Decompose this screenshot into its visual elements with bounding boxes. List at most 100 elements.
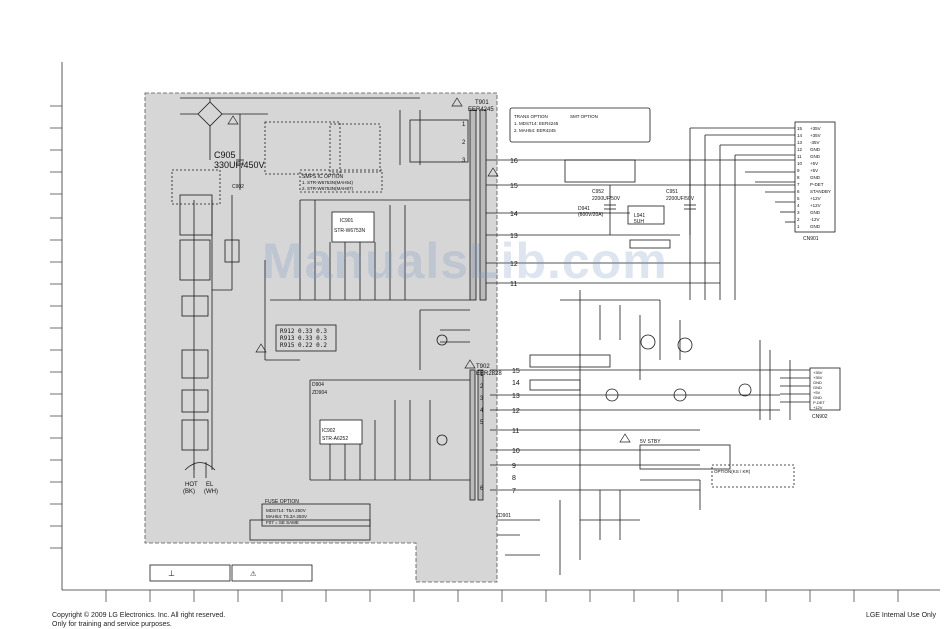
ac-cold-label: EL bbox=[206, 482, 214, 488]
cn902-pin-label: +35V bbox=[813, 370, 823, 375]
cn901-pin-number: 10 bbox=[797, 161, 803, 166]
option-box-label: OPTION(KS / KR) bbox=[714, 469, 751, 474]
t902-pin: 9 bbox=[512, 463, 516, 470]
t902-pin-left: 3 bbox=[480, 396, 484, 402]
fuse-option-2: MAH54: T6.3A 250V bbox=[266, 514, 307, 519]
ic901-part: STR-W6753N bbox=[334, 228, 366, 234]
zd901-label: ZD901 bbox=[496, 513, 511, 519]
primary-side-shade bbox=[144, 92, 498, 583]
c951-label: C951 bbox=[666, 189, 678, 195]
warning-icon bbox=[255, 343, 267, 353]
c952-label: C952 bbox=[592, 189, 604, 195]
l941-value: 5UH bbox=[634, 219, 644, 225]
zd904-label: ZD904 bbox=[312, 390, 327, 396]
cn902-pin-label: GND bbox=[813, 395, 822, 400]
cn901-pin-label: +35V bbox=[810, 133, 821, 138]
cn901-pin-label: GND bbox=[810, 154, 821, 159]
cn901-pin-label: GND bbox=[810, 210, 821, 215]
cn902-pin-label: +12V bbox=[813, 405, 823, 410]
ic-option-title: SMPS IC OPTION bbox=[302, 174, 344, 180]
cn901-pin-label: -35V bbox=[810, 140, 820, 145]
cn901-pin-number: 7 bbox=[797, 182, 800, 187]
cn901-pin-label: GND bbox=[810, 224, 821, 229]
cn902-pin-label: +35V bbox=[813, 375, 823, 380]
cn901-pin-label: STANDBY bbox=[810, 189, 831, 194]
t902-pin-left: 1 bbox=[480, 372, 484, 378]
cn901-pin-label: -12V bbox=[810, 217, 820, 222]
cn901-pin-label: P-DET bbox=[810, 182, 824, 187]
copyright-line: Copyright © 2009 LG Electronics. Inc. Al… bbox=[52, 612, 226, 619]
bottom-ruler bbox=[105, 590, 899, 602]
standby-label: 5V STBY bbox=[640, 439, 661, 445]
left-ruler bbox=[50, 105, 62, 549]
warning-icon bbox=[619, 433, 631, 443]
cn901-pin-number: 15 bbox=[797, 126, 803, 131]
t902-pin: 13 bbox=[512, 393, 520, 400]
c905-label: C905 bbox=[214, 150, 236, 160]
c952-value: 2200UF/50V bbox=[592, 196, 621, 202]
ac-bk-label: (BK) bbox=[183, 489, 195, 495]
t902-pin-left: 6 bbox=[480, 486, 484, 492]
trans-option-1: 1. MDS714: EER4245 bbox=[514, 121, 559, 126]
fuse-option-1: MDS714: T5A 250V bbox=[266, 508, 306, 513]
warning-icon bbox=[227, 115, 239, 125]
t901-pin: 15 bbox=[510, 183, 518, 190]
cn901-pin-number: 8 bbox=[797, 175, 800, 180]
c905-value: 330UF/450V bbox=[214, 160, 265, 170]
watermark: ManualsLib.com bbox=[262, 233, 668, 289]
legend-ground-icon: ⊥ bbox=[168, 569, 175, 578]
trans-option-title: TRANS OPTION bbox=[514, 114, 548, 119]
resistor-row-3: R915 0.22 0.2 bbox=[280, 342, 327, 349]
ic-option-1: 1. STR-W6753N(MAH54) bbox=[302, 180, 354, 185]
warning-icons bbox=[227, 97, 631, 443]
t902-pin: 12 bbox=[512, 408, 520, 415]
secondary-wiring bbox=[490, 107, 841, 575]
fuse-option-title: FUSE OPTION bbox=[265, 499, 299, 505]
d904-label: D904 bbox=[312, 382, 324, 388]
resistor-row-2: R913 0.33 0.3 bbox=[280, 335, 327, 342]
cn901-pin-number: 1 bbox=[797, 224, 800, 229]
legend-warning-icon: ⚠ bbox=[250, 570, 256, 578]
cn901-pin-label: GND bbox=[810, 175, 821, 180]
ac-wh-label: (WH) bbox=[204, 489, 218, 495]
t902-pin-left: 5 bbox=[480, 420, 484, 426]
cn902-pin-label: +5V bbox=[813, 390, 821, 395]
t902-pins: 15 14 13 12 11 10 9 8 7 1 2 3 4 5 6 bbox=[480, 368, 520, 495]
warning-icon bbox=[464, 359, 476, 369]
cn902-pin-label: P-DET bbox=[813, 400, 826, 405]
ic901-label: IC901 bbox=[340, 218, 354, 224]
cn901-pin-number: 11 bbox=[797, 154, 802, 159]
t901-label: T901 bbox=[475, 100, 489, 106]
cn901-pin-label: +5V bbox=[810, 161, 818, 166]
t901-pin: 12 bbox=[510, 261, 518, 268]
cn901-pin-number: 6 bbox=[797, 189, 800, 194]
c951-value: 2200UF/50V bbox=[666, 196, 695, 202]
smt-option: SMT OPTION bbox=[570, 114, 598, 119]
t901-pin-left: 1 bbox=[462, 122, 466, 128]
t901-part: EER4245 bbox=[468, 107, 494, 113]
cn901-pin-number: 4 bbox=[797, 203, 800, 208]
cn901-pin-label: +12V bbox=[810, 196, 821, 201]
d941-value: (600V/20A) bbox=[578, 212, 604, 218]
cn902-pin-label: GND bbox=[813, 380, 822, 385]
cn901-pin-number: 5 bbox=[797, 196, 800, 201]
copyright-footer: Copyright © 2009 LG Electronics. Inc. Al… bbox=[52, 611, 225, 629]
primary-labels: T901 EER4245 C905 330UF/450V C902 IC901 … bbox=[168, 100, 502, 578]
cn901-pin-number: 9 bbox=[797, 168, 800, 173]
t901-pins: 16 15 14 13 12 11 1 2 3 bbox=[462, 122, 518, 288]
cn902-label: CN902 bbox=[812, 414, 828, 420]
t901-pin-left: 2 bbox=[462, 140, 466, 146]
c902-label: C902 bbox=[232, 184, 244, 190]
t901-pin-left: 3 bbox=[462, 158, 466, 164]
warning-icon bbox=[487, 167, 499, 177]
t901-pin: 14 bbox=[510, 211, 518, 218]
cn901-pin-label: +35V bbox=[810, 126, 821, 131]
cn901-pin-number: 3 bbox=[797, 210, 800, 215]
cn901-pin-number: 13 bbox=[797, 140, 803, 145]
t902-pin-left: 2 bbox=[480, 384, 484, 390]
training-line: Only for training and service purposes. bbox=[52, 621, 172, 628]
trans-option-2: 2. MAH54: EER4245 bbox=[514, 128, 556, 133]
ic-option-2: 2. STR-W6753N(MAH87) bbox=[302, 186, 354, 191]
warning-icon bbox=[451, 97, 463, 107]
